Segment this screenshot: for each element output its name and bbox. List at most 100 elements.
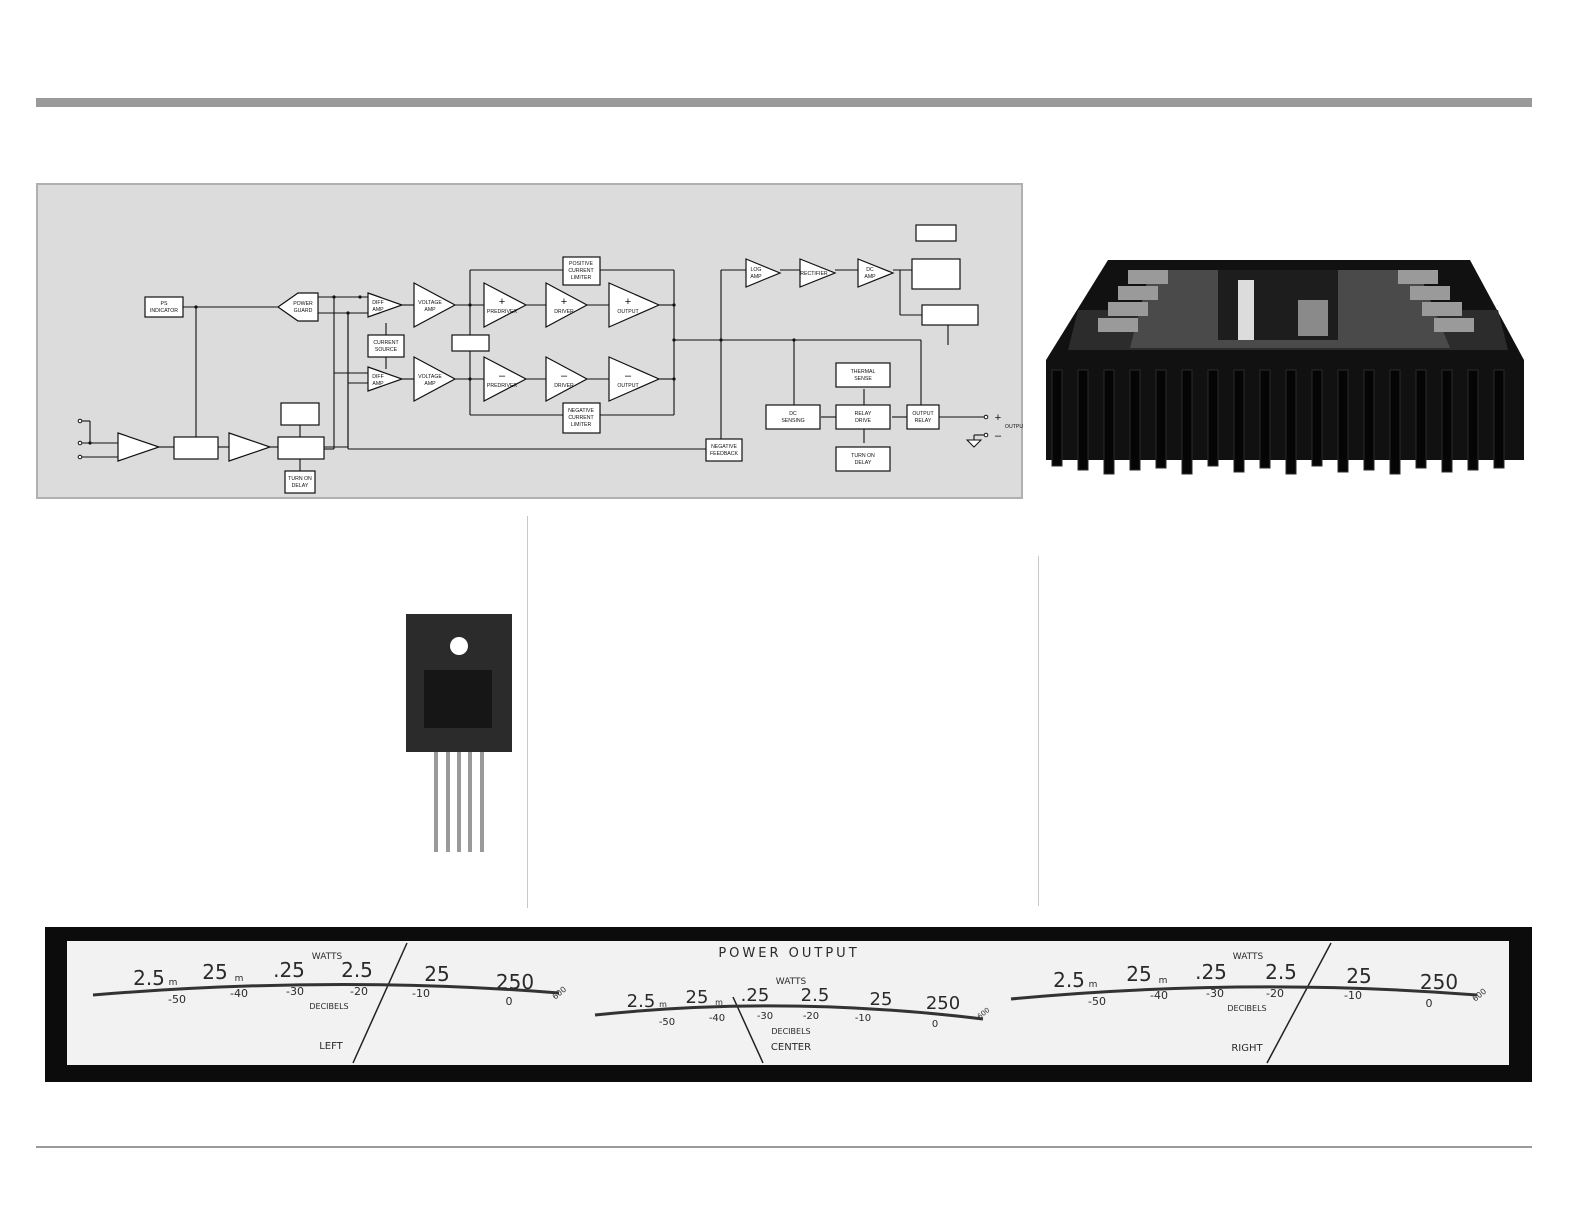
rectifier-label: RECTIFIER	[800, 271, 828, 277]
bottom-rule	[36, 1146, 1532, 1148]
output-positive: + OUTPUT	[608, 282, 661, 328]
center-milli-2: m	[715, 998, 723, 1007]
turn-on-delay-left-block: TURN ON DELAY	[284, 470, 316, 494]
center-db-5: -10	[855, 1013, 871, 1024]
left-watt-4: 2.5	[341, 958, 373, 982]
center-watt-5: 25	[870, 989, 893, 1010]
power-guard-block: POWER GUARD	[276, 292, 319, 322]
left-watt-3: .25	[273, 958, 305, 982]
right-watt-4: 2.5	[1265, 960, 1297, 984]
gain-amp	[228, 432, 272, 462]
right-watt-3: .25	[1195, 960, 1227, 984]
voltage-amp-top-label-1: VOLTAGE	[418, 300, 442, 306]
ps-indicator-block: PS INDICATOR	[144, 296, 184, 318]
bias-block	[451, 334, 490, 352]
input-stage-block	[173, 436, 219, 460]
current-source-label-2: SOURCE	[375, 347, 398, 353]
output-negative-label: OUTPUT	[617, 383, 639, 389]
power-guard-label-2: GUARD	[294, 308, 313, 314]
column-divider-2	[1038, 556, 1039, 906]
output-terminal-label: OUTPU	[1005, 424, 1023, 430]
right-watt-1: 2.5	[1053, 968, 1085, 992]
diff-amp-bottom-label-1: DIFF	[372, 374, 384, 380]
right-decibels-label: DECIBELS	[1227, 1004, 1266, 1013]
left-watts-label: WATTS	[312, 952, 343, 962]
negative-current-limiter-block: NEGATIVE CURRENT LIMITER	[562, 402, 601, 434]
center-decibels-label: DECIBELS	[771, 1027, 810, 1036]
dc-sensing-label-2: SENSING	[781, 418, 804, 424]
diff-amp-bottom-label-2: AMP	[372, 381, 384, 387]
right-db-2: -40	[1150, 989, 1168, 1002]
thermal-sense-label-2: SENSE	[854, 376, 872, 382]
output-transistor-photo	[406, 614, 512, 852]
meter-face-svg: WATTS 2.5 m 25 m .25 2.5 25 250 600 -50 …	[67, 941, 1509, 1065]
left-db-5: -10	[412, 987, 430, 1000]
output-negative: – OUTPUT	[608, 356, 661, 402]
ps-indicator-label-2: INDICATOR	[150, 308, 178, 314]
voltage-amp-top: VOLTAGE AMP	[413, 281, 457, 329]
amplifier-heatsink-photo	[1046, 260, 1524, 475]
output-relay-label-2: RELAY	[915, 418, 932, 424]
left-watt-2: 25	[202, 960, 227, 984]
driver-positive: + DRIVER	[545, 281, 589, 329]
center-watt-2: 25	[686, 987, 709, 1008]
turn-on-delay-left-label-1: TURN ON	[288, 476, 312, 482]
diff-amp-top: DIFF AMP	[367, 292, 404, 318]
left-db-3: -30	[286, 985, 304, 998]
predriver-negative-label: PREDRIVER	[487, 383, 518, 389]
center-watt-4: 2.5	[801, 985, 830, 1006]
right-watt-6: 250	[1420, 970, 1458, 994]
center-watt-6: 250	[926, 993, 960, 1014]
mute-block	[277, 436, 325, 460]
rectifier-block: RECTIFIER	[799, 258, 837, 288]
right-watt-5: 25	[1346, 964, 1371, 988]
turn-on-delay-left-label-2: DELAY	[292, 483, 309, 489]
right-db-1: -50	[1088, 995, 1106, 1008]
thermal-sense-block: THERMAL SENSE	[835, 362, 891, 388]
diff-amp-top-label-1: DIFF	[372, 300, 384, 306]
wiring	[77, 269, 989, 471]
predriver-positive-sign: +	[499, 296, 505, 308]
terminal-minus: –	[995, 430, 1002, 442]
negative-feedback-block: NEGATIVE FEEDBACK	[705, 438, 743, 462]
block-diagram: PS INDICATOR POWER GUARD DIFF AMP DIFF A…	[36, 183, 1023, 499]
right-watt-2: 25	[1126, 962, 1151, 986]
center-milli-1: m	[659, 1000, 667, 1009]
top-rule	[36, 98, 1532, 107]
terminal-plus: +	[995, 412, 1001, 424]
log-amp-label-2: AMP	[750, 274, 762, 280]
turn-on-delay-right-label-1: TURN ON	[851, 453, 875, 459]
negative-feedback-label-2: FEEDBACK	[710, 451, 739, 457]
thermal-sense-label-1: THERMAL	[851, 369, 876, 375]
turn-on-delay-right-block: TURN ON DELAY	[835, 446, 891, 472]
center-watt-3: .25	[741, 985, 770, 1006]
turn-on-delay-right-label-2: DELAY	[855, 460, 872, 466]
center-db-3: -30	[757, 1011, 773, 1022]
neg-limiter-label-1: NEGATIVE	[568, 408, 594, 414]
log-amp-block: LOG AMP	[745, 258, 782, 288]
right-channel-label: RIGHT	[1231, 1043, 1263, 1054]
driver-negative-sign: –	[561, 370, 568, 382]
current-source-block: CURRENT SOURCE	[367, 334, 405, 358]
dc-sensing-block: DC SENSING	[765, 404, 821, 430]
left-watt-1: 2.5	[133, 966, 165, 990]
driver-positive-sign: +	[561, 296, 567, 308]
positive-current-limiter-block: POSITIVE CURRENT LIMITER	[562, 256, 601, 286]
right-milli-1: m	[1089, 980, 1098, 990]
diff-amp-bottom: DIFF AMP	[367, 366, 404, 392]
pos-limiter-label-1: POSITIVE	[569, 261, 593, 267]
output-negative-sign: –	[625, 370, 632, 382]
meter-drive-block	[911, 258, 961, 290]
center-watts-label: WATTS	[776, 977, 807, 987]
right-milli-2: m	[1159, 976, 1168, 986]
left-milli-1: m	[169, 978, 178, 988]
dc-amp-label-1: DC	[866, 267, 874, 273]
power-guard-label-1: POWER	[293, 301, 313, 307]
predriver-negative: – PREDRIVER	[483, 356, 528, 402]
meter-output-block	[921, 304, 979, 326]
right-watts-label: WATTS	[1233, 952, 1264, 962]
indicator-block	[915, 224, 957, 242]
log-amp-label-1: LOG	[751, 267, 762, 273]
voltage-amp-top-label-2: AMP	[424, 307, 436, 313]
center-db-1: -50	[659, 1017, 675, 1028]
